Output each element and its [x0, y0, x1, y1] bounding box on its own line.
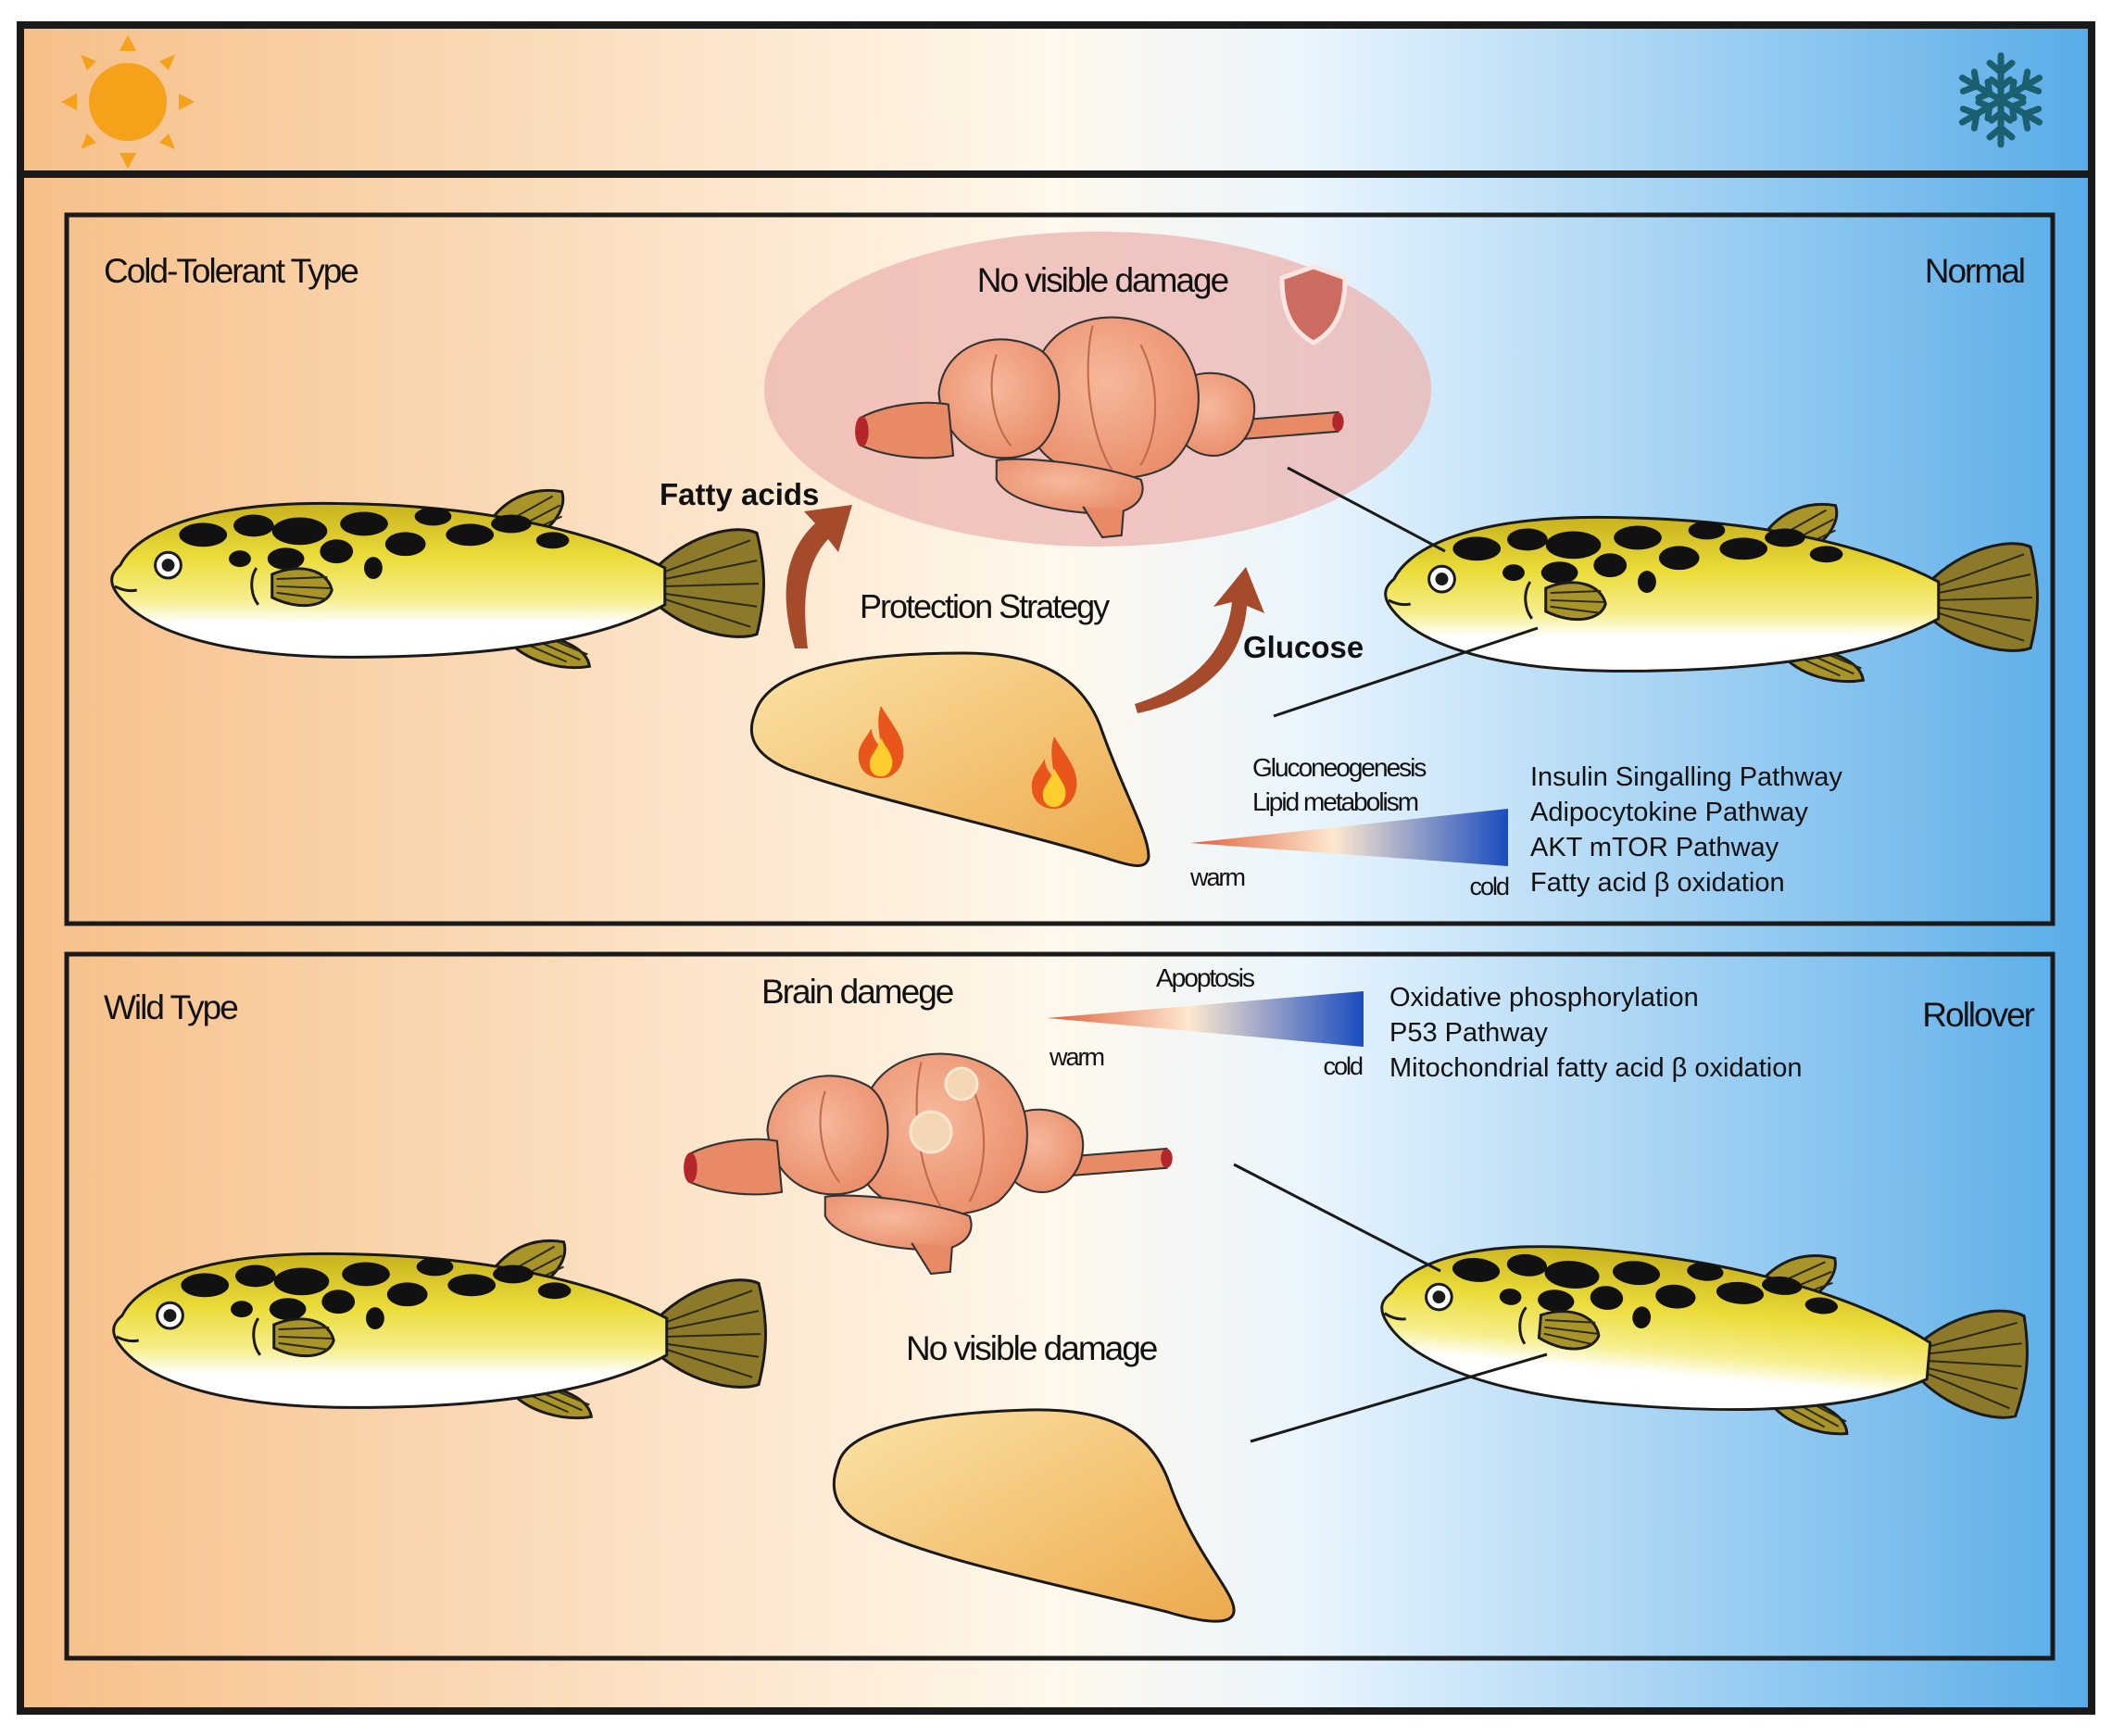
pathway-item: P53 Pathway: [1389, 1018, 1548, 1048]
snowflake-icon: [1956, 52, 2044, 145]
bottom-liver: [832, 1408, 1236, 1623]
shield-icon: [1279, 264, 1348, 346]
bottom-temperature-wedge: [1047, 991, 1364, 1047]
top-liver-leader-line: [1273, 626, 1539, 718]
top-pathway-list: Insulin Singalling Pathway Adipocytokine…: [1530, 762, 1842, 898]
top-warm-label: warm: [1189, 863, 1245, 891]
cold-tolerant-type-label: Cold-Tolerant Type: [104, 252, 358, 290]
top-brain-leader-line: [1287, 466, 1446, 553]
bottom-liver-leader-line: [1250, 1352, 1548, 1443]
top-brain-caption: No visible damage: [977, 261, 1228, 299]
top-liver: [749, 651, 1150, 867]
outcome-rollover-label: Rollover: [1922, 996, 2034, 1034]
bottom-pathway-list: Oxidative phosphorylation P53 Pathway Mi…: [1389, 983, 1802, 1083]
lipid-metabolism-label: Lipid metabolism: [1252, 787, 1418, 816]
pathway-item: AKT mTOR Pathway: [1530, 833, 1779, 862]
top-cold-label: cold: [1469, 873, 1509, 900]
outcome-normal-label: Normal: [1925, 252, 2024, 290]
top-temperature-wedge: [1190, 809, 1508, 866]
sun-icon: [61, 35, 195, 169]
brain-lesions: [909, 1066, 979, 1154]
pathway-item: Mitochondrial fatty acid β oxidation: [1389, 1053, 1802, 1083]
bottom-liver-caption: No visible damage: [906, 1329, 1157, 1367]
pathway-item: Fatty acid β oxidation: [1530, 868, 1785, 898]
bottom-brain-caption: Brain damege: [761, 973, 953, 1011]
pathway-item: Insulin Singalling Pathway: [1530, 762, 1842, 792]
fatty-acids-label: Fatty acids: [660, 477, 819, 511]
glucose-label: Glucose: [1243, 630, 1364, 664]
fatty-acids-arrow: [786, 505, 852, 648]
cold-tolerant-panel: [64, 212, 2055, 926]
wild-type-label: Wild Type: [104, 988, 237, 1026]
bottom-warm-label: warm: [1049, 1043, 1104, 1071]
wild-type-panel: [64, 951, 2055, 1661]
glucose-arrow: [1135, 567, 1264, 713]
bottom-brain-leader-line: [1233, 1163, 1441, 1273]
pathway-item: Oxidative phosphorylation: [1389, 983, 1699, 1013]
apoptosis-label: Apoptosis: [1156, 963, 1254, 992]
gluconeogenesis-label: Gluconeogenesis: [1252, 753, 1426, 782]
protection-strategy-label: Protection Strategy: [860, 587, 1110, 625]
bottom-cold-label: cold: [1323, 1052, 1363, 1080]
pathway-item: Adipocytokine Pathway: [1530, 798, 1808, 827]
